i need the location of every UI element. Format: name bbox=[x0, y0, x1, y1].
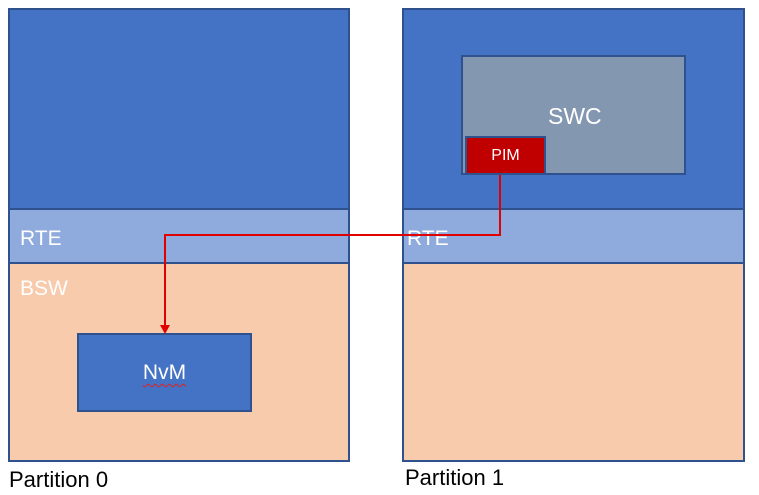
partition-0-rte-layer: RTE bbox=[8, 208, 350, 264]
partition-1-rte-label: RTE bbox=[407, 227, 449, 250]
partition-1-rte-layer: RTE bbox=[402, 208, 745, 264]
swc-box: SWC bbox=[461, 55, 686, 175]
partition-1-caption: Partition 1 bbox=[405, 465, 505, 490]
pim-label: PIM bbox=[491, 146, 520, 164]
nvm-box: NvM bbox=[77, 333, 252, 412]
partition-0-rte-label: RTE bbox=[20, 227, 62, 250]
nvm-label: NvM bbox=[142, 361, 187, 384]
partition-0-caption: Partition 0 bbox=[9, 467, 109, 492]
partition-0-application-layer bbox=[8, 8, 350, 210]
partition-0-bsw-label: BSW bbox=[20, 277, 68, 300]
swc-label: SWC bbox=[548, 103, 602, 129]
pim-box: PIM bbox=[465, 136, 546, 175]
partition-1-bsw-layer bbox=[402, 262, 745, 462]
